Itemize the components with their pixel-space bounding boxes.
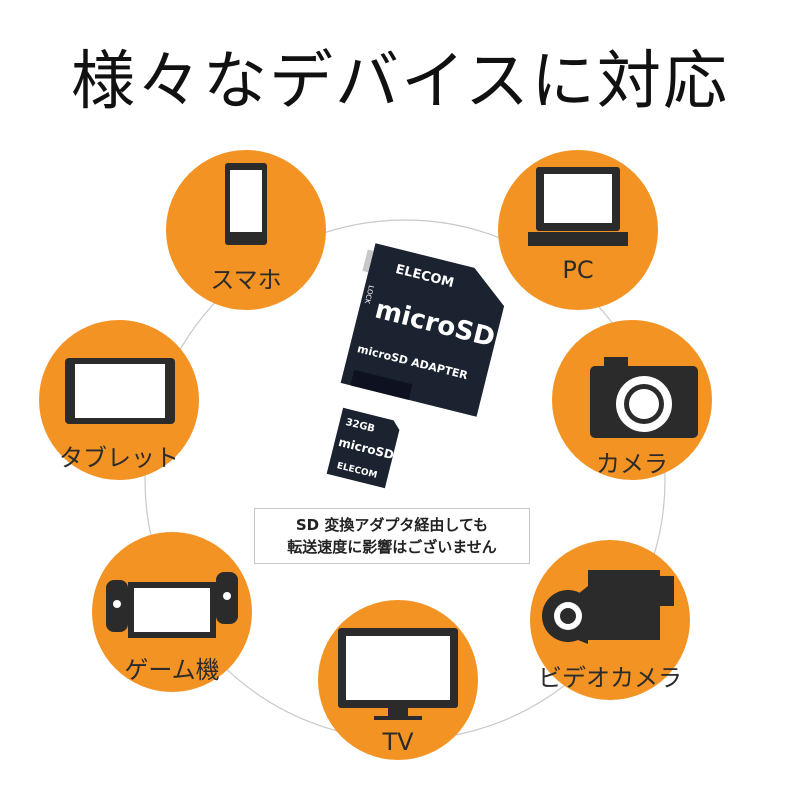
- device-label-tablet: タブレット: [59, 444, 179, 472]
- speed-note-line2: 転送速度に影響はございません: [287, 538, 497, 556]
- game-console-icon: [106, 572, 238, 638]
- laptop-icon: [528, 167, 628, 246]
- device-label-smartphone: スマホ: [210, 266, 282, 294]
- device-game: ゲーム機: [92, 532, 252, 692]
- speed-note: SD 変換アダプタ経由しても 転送速度に影響はございません: [254, 508, 530, 564]
- speed-note-line1: SD 変換アダプタ経由しても: [295, 516, 489, 534]
- device-label-pc: PC: [562, 256, 594, 284]
- device-tablet: タブレット: [39, 320, 199, 480]
- page-title: 様々なデバイスに対応: [70, 45, 730, 119]
- tv-icon: [338, 628, 458, 720]
- sd-adapter: ELECOM microSD microSD ADAPTER LOCK: [340, 243, 505, 417]
- microsd-card: 32GB microSD ELECOM: [326, 407, 400, 489]
- device-label-game: ゲーム機: [124, 656, 220, 684]
- tablet-icon: [65, 358, 175, 424]
- device-tv: TV: [318, 600, 478, 760]
- device-pc: PC: [498, 150, 658, 310]
- device-videocam: ビデオカメラ: [530, 540, 690, 700]
- device-label-videocam: ビデオカメラ: [538, 664, 682, 692]
- device-smartphone: スマホ: [166, 150, 326, 310]
- device-camera: カメラ: [552, 320, 712, 480]
- smartphone-icon: [225, 163, 267, 245]
- device-label-tv: TV: [382, 728, 414, 756]
- device-label-camera: カメラ: [596, 450, 668, 478]
- video-camera-icon: [542, 570, 674, 644]
- camera-icon: [590, 357, 698, 438]
